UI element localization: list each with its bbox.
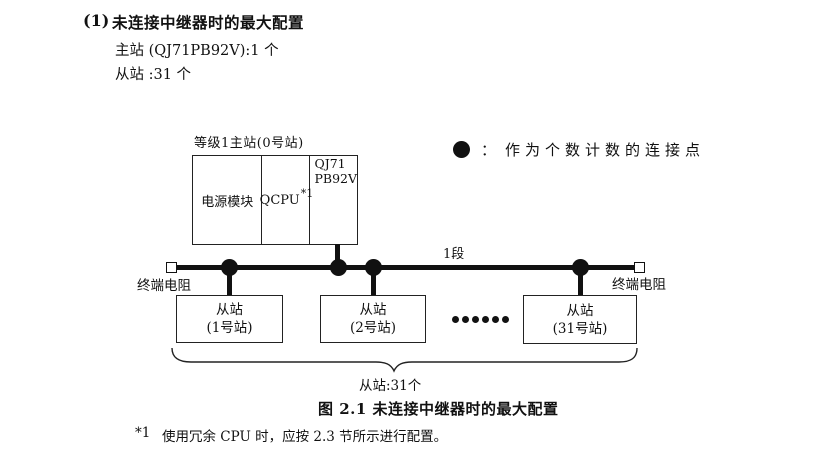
power-module-cell: 电源模块: [201, 194, 254, 210]
legend-text: 作为个数计数的连接点: [505, 141, 706, 159]
ellipsis-dot: [452, 316, 459, 323]
connection-point-dot: [572, 259, 589, 276]
pb92v-cell: QJ71 PB92V: [309, 156, 357, 244]
terminator-left-label: 终端电阻: [137, 278, 191, 294]
ellipsis-dot: [462, 316, 469, 323]
terminator-right-label: 终端电阻: [612, 277, 666, 293]
ellipsis-dot: [472, 316, 479, 323]
slave31-title: 从站: [566, 302, 594, 319]
master-station-box: 电源模块 QCPU*1 QJ71 PB92V: [192, 155, 358, 245]
terminator-right-icon: [634, 262, 645, 273]
slave-range-brace: [171, 347, 638, 373]
pb92v-line2: PB92V: [314, 171, 357, 186]
legend-colon: ：: [481, 141, 497, 159]
connection-point-dot: [330, 259, 347, 276]
slave-station-box-31: 从站 (31号站): [523, 295, 637, 344]
pb92v-line1: QJ71: [314, 156, 346, 171]
terminator-left-icon: [166, 262, 177, 273]
ellipsis-dot: [502, 316, 509, 323]
slave-count-label: 从站:31个: [359, 378, 422, 394]
figure-caption: 图 2.1 未连接中继器时的最大配置: [318, 400, 559, 418]
qcpu-cell: QCPU*1: [259, 156, 313, 244]
slave-station-box-2: 从站 (2号站): [320, 295, 426, 343]
qcpu-label: QCPU: [259, 192, 300, 208]
footnote-ref: *1: [135, 425, 151, 441]
connection-point-dot: [221, 259, 238, 276]
slave1-title: 从站: [216, 302, 243, 318]
connection-point-dot: [365, 259, 382, 276]
slave1-number: (1号站): [206, 320, 253, 336]
slave2-stub-line: [371, 268, 376, 295]
slave31-number: (31号站): [552, 320, 608, 337]
slave-station-box-1: 从站 (1号站): [176, 295, 283, 343]
page-title: 未连接中继器时的最大配置: [112, 13, 305, 32]
slave2-number: (2号站): [349, 320, 397, 336]
master-station-label: 等级1主站(0号站): [194, 136, 304, 151]
ellipsis-dot: [482, 316, 489, 323]
spec-slave-count: 从站 :31 个: [115, 67, 192, 83]
bus-line: [170, 265, 640, 270]
slave31-stub-line: [578, 268, 583, 295]
spec-master-count: 主站 (QJ71PB92V):1 个: [115, 43, 279, 59]
slave1-stub-line: [227, 268, 232, 295]
legend: ： 作为个数计数的连接点: [453, 139, 705, 160]
footnote-text: 使用冗余 CPU 时，应按 2.3 节所示进行配置。: [162, 429, 448, 445]
master-drop-line: [335, 244, 340, 267]
ellipsis-dot: [492, 316, 499, 323]
connection-point-icon: [453, 141, 470, 158]
footnote-marker: *1: [300, 186, 314, 200]
ellipsis-dots: [452, 316, 509, 323]
heading-number: (1): [83, 11, 110, 30]
slave2-title: 从站: [359, 302, 387, 318]
segment-label: 1段: [443, 247, 465, 262]
